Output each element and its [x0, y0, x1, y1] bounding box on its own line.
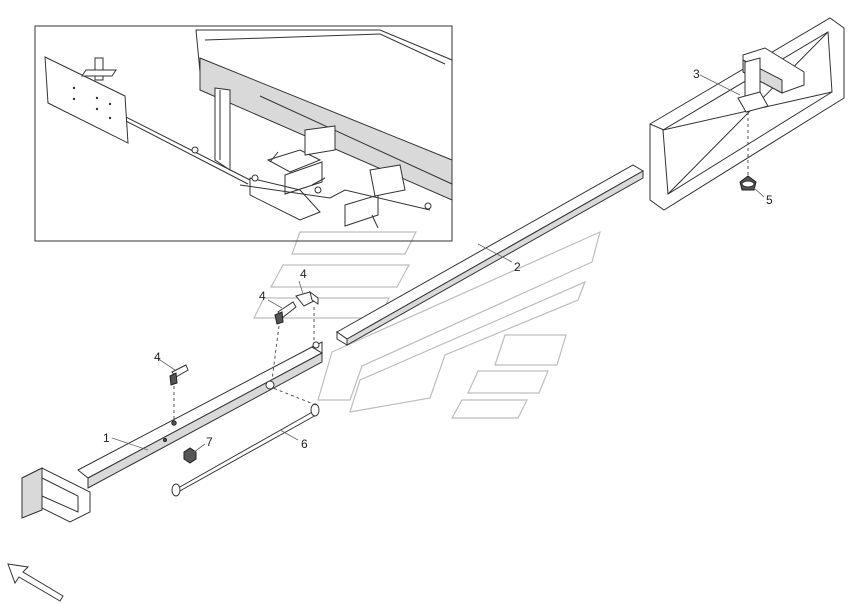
callout-4-lower: 4: [154, 350, 161, 364]
inset-plate-holes: [72, 86, 112, 120]
part-5-knob: [739, 112, 757, 191]
part-7-nut: [183, 447, 197, 464]
leader-lines: [111, 74, 765, 453]
callout-labels: 1 2 3 4 4 4 5 6 7: [103, 67, 773, 451]
watermark-logo: [253, 230, 601, 419]
callout-7: 7: [206, 435, 213, 449]
callout-5: 5: [766, 193, 773, 207]
part-4-handles: [169, 290, 319, 420]
callout-2: 2: [514, 260, 521, 274]
detail-inset: [34, 25, 453, 242]
callout-6: 6: [301, 437, 308, 451]
direction-arrow-icon: [7, 563, 64, 602]
part-2-rod: [336, 164, 644, 346]
part-3-frame: [649, 17, 845, 211]
part-6-bent-rod: [171, 387, 320, 497]
callout-3: 3: [693, 67, 700, 81]
callout-4-middle: 4: [259, 289, 266, 303]
callout-1: 1: [103, 431, 110, 445]
part-1-tube-assembly: [21, 341, 324, 523]
callout-4-upper: 4: [300, 267, 307, 281]
